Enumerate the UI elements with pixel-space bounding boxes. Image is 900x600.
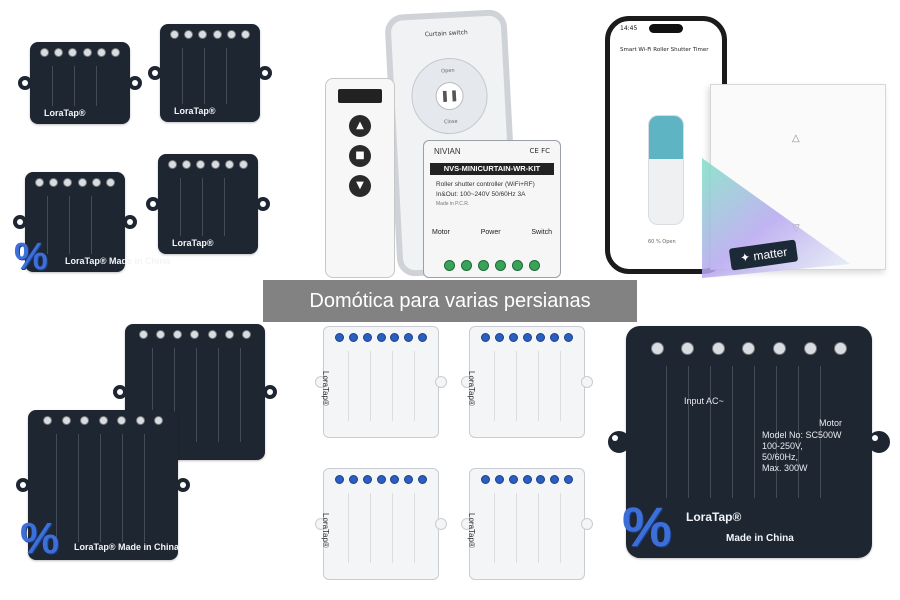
pause-icon[interactable]: ❚❚	[434, 81, 465, 111]
shutter-status: 60 % Open	[648, 239, 676, 245]
tile-loratap-2pack[interactable]: LoraTap® Made in China %	[0, 318, 300, 600]
up-arrow-icon[interactable]: ▲	[349, 115, 371, 137]
loratap-module: LoraTap® Made in China	[13, 172, 170, 272]
nivian-line1: Roller shutter controller (WiFi+RF)	[436, 181, 535, 188]
loratap-brand: LoraTap®	[321, 513, 330, 548]
down-arrow-icon[interactable]: ▼	[349, 175, 371, 197]
status-time: 14:45	[620, 25, 638, 32]
tile-loratap-single[interactable]: Input AC~ Motor Model No: SC500W 100-250…	[600, 318, 900, 600]
nivian-line2: In&Out: 100~240V 50/60Hz 3A	[436, 191, 526, 198]
loratap-module-large: Input AC~ Motor Model No: SC500W 100-250…	[608, 326, 890, 558]
title-banner: Domótica para varias persianas	[263, 280, 637, 322]
col-motor: Motor	[432, 229, 450, 236]
loratap-brand: LoraTap®	[44, 108, 86, 118]
loratap-brand: LoraTap®	[467, 371, 476, 406]
made-in: Made in China	[726, 533, 794, 544]
phone-title: Curtain switch	[424, 29, 468, 39]
tile-matter-kit[interactable]: 14:45 Smart Wi-Fi Roller Shutter Timer 6…	[600, 0, 900, 285]
certifications: CE FC	[529, 147, 550, 155]
open-label: Open	[441, 67, 455, 75]
loratap-module: LoraTap®	[148, 24, 272, 122]
loratap-brand: LoraTap® Made in China	[74, 542, 179, 552]
shutter-slider[interactable]	[648, 115, 684, 225]
discount-percent-icon: %	[622, 495, 672, 558]
tile-loratap-4pack[interactable]: LoraTap® LoraTap® LoraTap® Made in China…	[0, 0, 300, 290]
rf-remote: ▲ ■ ▼	[325, 78, 395, 278]
loratap-brand: LoraTap® Made in China	[65, 256, 170, 266]
app-title: Smart Wi-Fi Roller Shutter Timer	[620, 47, 709, 53]
loratap-brand: LoraTap®	[172, 238, 214, 248]
nivian-brand: NIVIAN	[434, 147, 461, 156]
loratap-brand: LoraTap®	[174, 106, 216, 116]
white-module: LoraTap®	[315, 326, 447, 438]
nivian-model: NVS-MINICURTAIN-WR-KIT	[430, 163, 554, 175]
loratap-brand: LoraTap®	[467, 513, 476, 548]
motor-label: Motor	[818, 418, 842, 428]
spec-block: Model No: SC500W 100-250V, 50/60Hz, Max.…	[762, 430, 842, 473]
loratap-module: LoraTap® Made in China	[16, 410, 190, 560]
tile-white-modules[interactable]: LoraTap® LoraTap® LoraTap® LoraTap®	[305, 318, 595, 600]
loratap-module: LoraTap®	[18, 42, 142, 124]
col-power: Power	[480, 229, 501, 236]
curtain-dial[interactable]: Open ❚❚ Close	[409, 56, 490, 137]
discount-percent-icon: %	[14, 236, 48, 278]
loratap-brand: LoraTap®	[686, 510, 742, 524]
banner-text: Domótica para varias persianas	[309, 290, 591, 312]
nivian-controller: NIVIAN CE FC NVS-MINICURTAIN-WR-KIT Roll…	[423, 140, 561, 278]
tile-nivian-kit[interactable]: Curtain switch Open ❚❚ Close ▲ ■ ▼ NIVIA…	[305, 0, 595, 285]
close-label: Close	[443, 118, 458, 126]
stop-icon[interactable]: ■	[349, 145, 371, 167]
loratap-brand: LoraTap®	[321, 371, 330, 406]
white-module: LoraTap®	[461, 326, 593, 438]
white-module: LoraTap®	[315, 468, 447, 580]
loratap-module: LoraTap®	[146, 154, 270, 254]
discount-percent-icon: %	[20, 514, 60, 563]
nivian-line3: Made in P.C.R.	[436, 201, 470, 207]
col-switch: Switch	[531, 229, 552, 236]
input-label: Input AC~	[684, 396, 724, 406]
up-arrow-icon[interactable]: △	[792, 133, 800, 144]
white-module: LoraTap®	[461, 468, 593, 580]
